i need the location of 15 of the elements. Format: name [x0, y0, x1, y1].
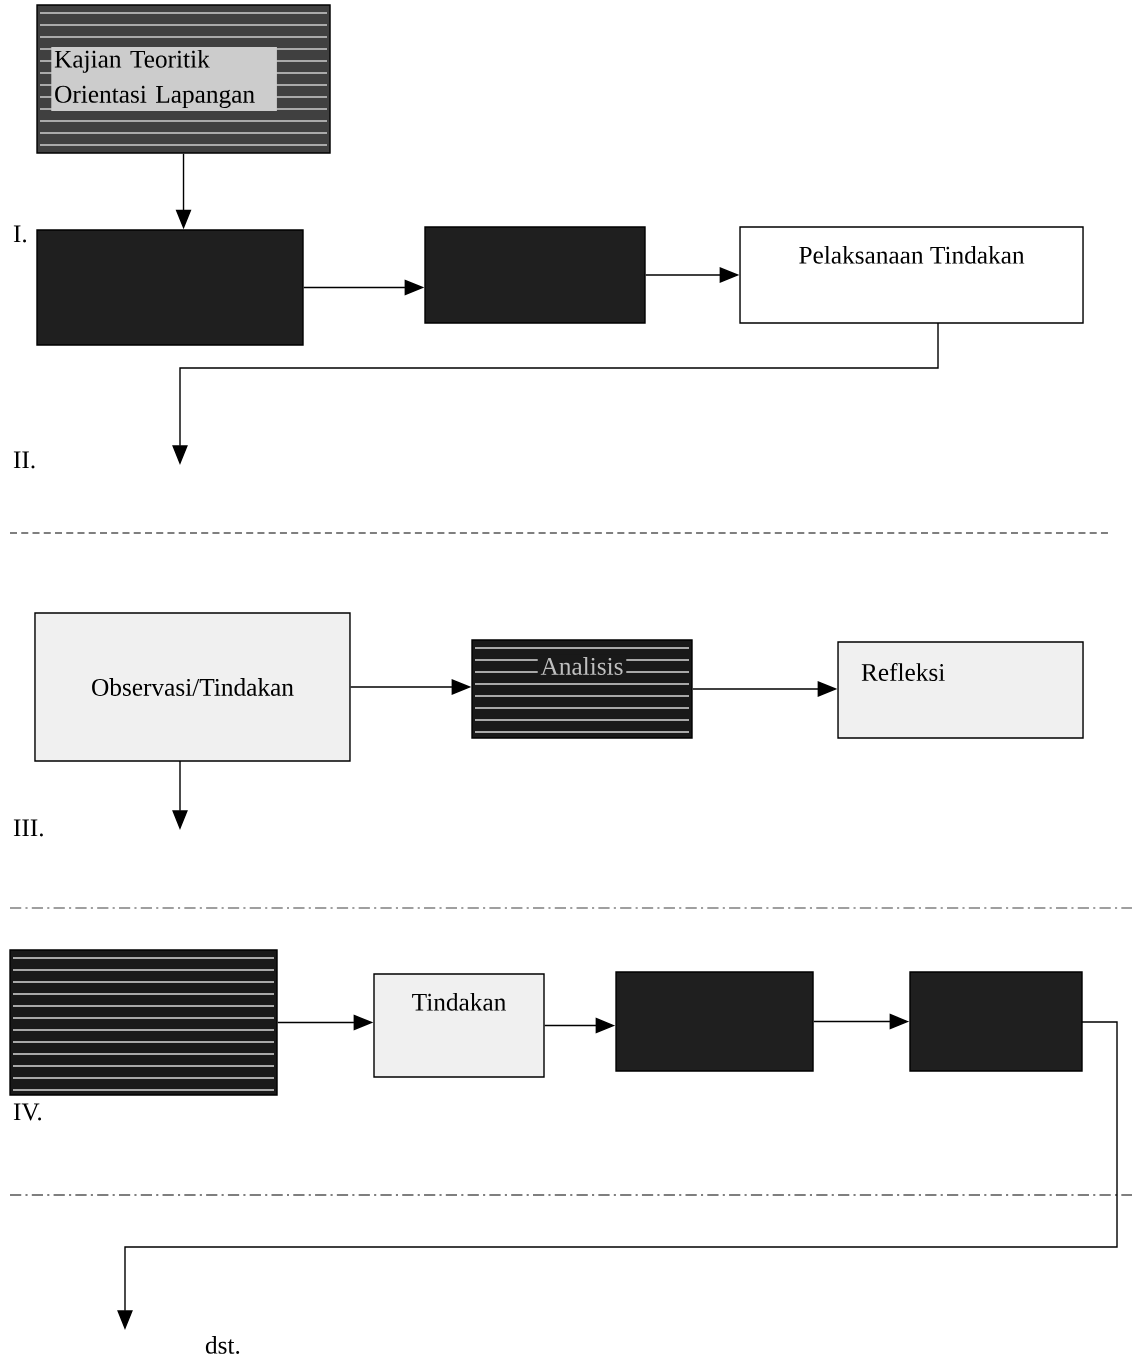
stage-label: I.	[13, 225, 27, 243]
stage-label: II.	[13, 451, 35, 469]
process-box: Pelaksanaan Tindakan	[739, 226, 1084, 324]
process-box: Analisis	[471, 639, 693, 739]
process-box	[36, 229, 304, 346]
process-box: Refleksi	[837, 641, 1084, 739]
process-box: Tindakan	[373, 973, 545, 1078]
process-box	[615, 971, 814, 1072]
stage-label: III.	[13, 819, 43, 837]
process-box	[9, 949, 278, 1096]
process-box: Observasi/Tindakan	[34, 612, 351, 762]
process-box	[424, 226, 646, 324]
process-box	[909, 971, 1083, 1072]
stage-label: dst.	[205, 1336, 240, 1354]
process-box: Kajian Teoritik Orientasi Lapangan	[36, 4, 331, 154]
